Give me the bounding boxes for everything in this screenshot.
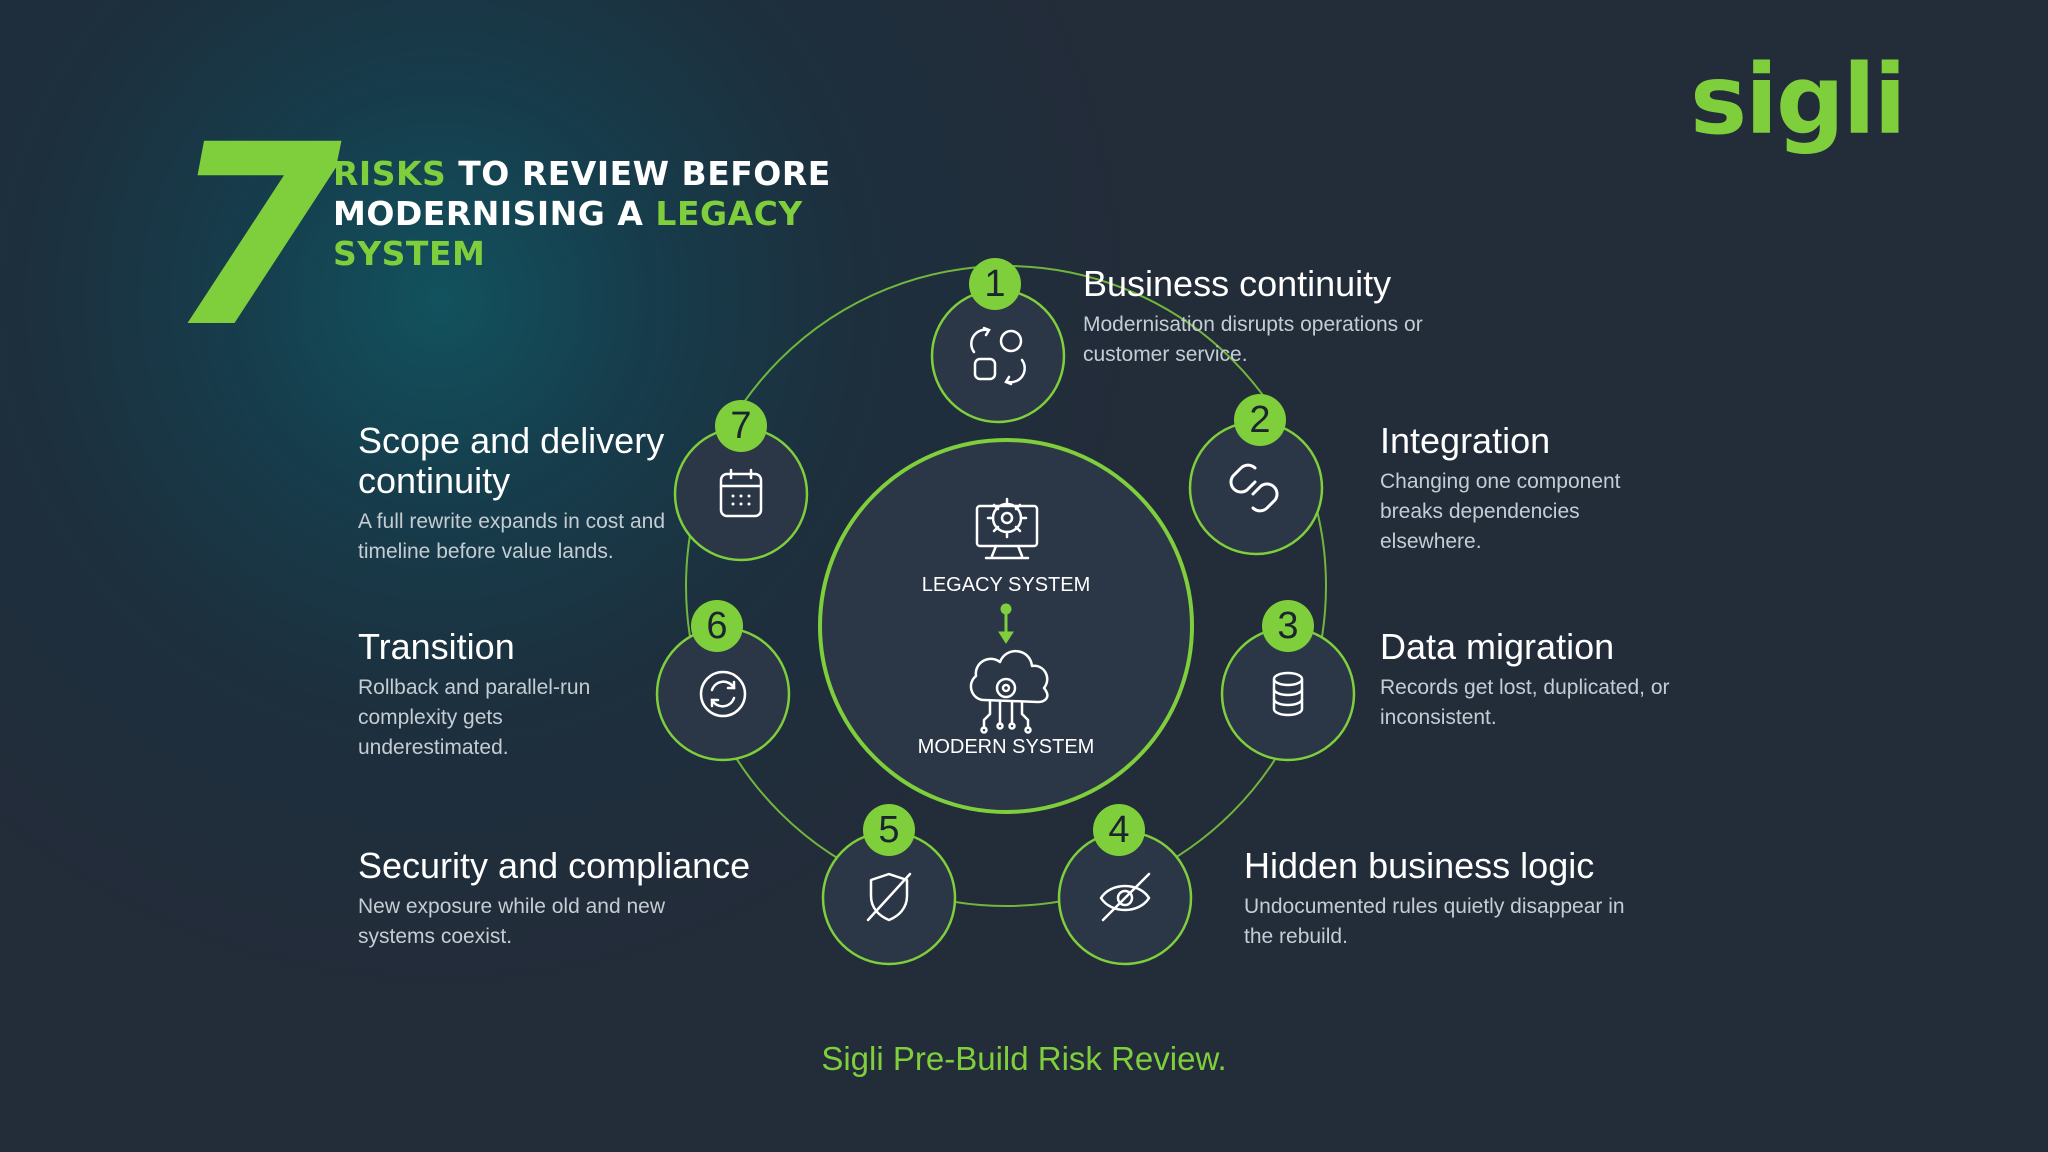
- risk-number-6: 6: [706, 605, 728, 647]
- risk-title-3: Data migration: [1380, 626, 1615, 667]
- risk-desc-5: New exposure while old and new systems c…: [358, 895, 666, 948]
- cloud-gear-icon: [969, 650, 1049, 734]
- eye-off-icon: [1099, 872, 1151, 922]
- calendar-dots: [731, 494, 751, 506]
- risk-node-1: [930, 258, 1066, 424]
- refresh-icon: [699, 670, 747, 718]
- risk-node-6: [655, 600, 791, 762]
- risk-number-3: 3: [1277, 605, 1299, 647]
- database-icon: [1272, 671, 1304, 717]
- title-review: TO REVIEW BEFORE: [458, 154, 831, 193]
- title-modernising: MODERNISING A: [333, 194, 644, 233]
- risk-desc-6: Rollback and parallel-run complexity get…: [358, 676, 591, 759]
- risk-title-4: Hidden business logic: [1244, 845, 1595, 886]
- legacy-system-label: LEGACY SYSTEM: [921, 574, 1091, 596]
- risk-title-6: Transition: [358, 626, 515, 667]
- footer-tagline: Sigli Pre-Build Risk Review.: [821, 1040, 1227, 1077]
- risk-desc-2: Changing one component breaks dependenci…: [1380, 470, 1621, 553]
- risk-number-1: 1: [984, 263, 1006, 305]
- monitor-gear-icon: [975, 497, 1039, 560]
- shapes-cycle-icon: [970, 326, 1026, 386]
- modern-system-label: MODERN SYSTEM: [917, 736, 1095, 758]
- link-icon: [1229, 463, 1279, 513]
- risk-desc-7: A full rewrite expands in cost and timel…: [358, 510, 666, 563]
- risk-desc-4: Undocumented rules quietly disappear in …: [1244, 895, 1625, 948]
- risk-title-7: Scope and delivery continuity: [358, 420, 665, 501]
- page-title: RISKS TO REVIEW BEFORE MODERNISING A LEG…: [333, 154, 893, 274]
- title-system: SYSTEM: [333, 234, 486, 273]
- risk-number-5: 5: [878, 809, 900, 851]
- risk-node-2: [1188, 394, 1324, 556]
- risk-node-3: [1220, 600, 1356, 762]
- risk-node-5: [821, 804, 957, 966]
- risk-desc-3: Records get lost, duplicated, or inconsi…: [1380, 676, 1670, 729]
- risk-number-4: 4: [1108, 809, 1130, 851]
- risk-number-7: 7: [730, 405, 752, 447]
- risk-node-4: [1057, 804, 1193, 966]
- risk-number-2: 2: [1249, 399, 1271, 441]
- title-risks: RISKS: [333, 154, 447, 193]
- shield-off-icon: [866, 872, 912, 922]
- hero-number: 7: [168, 91, 342, 382]
- down-arrow-icon: [998, 603, 1014, 644]
- title-legacy: LEGACY: [655, 194, 803, 233]
- sigli-logo: sigli: [1690, 44, 1907, 156]
- risk-node-7: [673, 400, 809, 562]
- risk-title-2: Integration: [1380, 420, 1551, 461]
- risk-title-1: Business continuity: [1083, 263, 1392, 304]
- risk-desc-1: Modernisation disrupts operations or cus…: [1083, 313, 1423, 366]
- calendar-icon: [719, 468, 763, 518]
- risk-title-5: Security and compliance: [358, 845, 751, 886]
